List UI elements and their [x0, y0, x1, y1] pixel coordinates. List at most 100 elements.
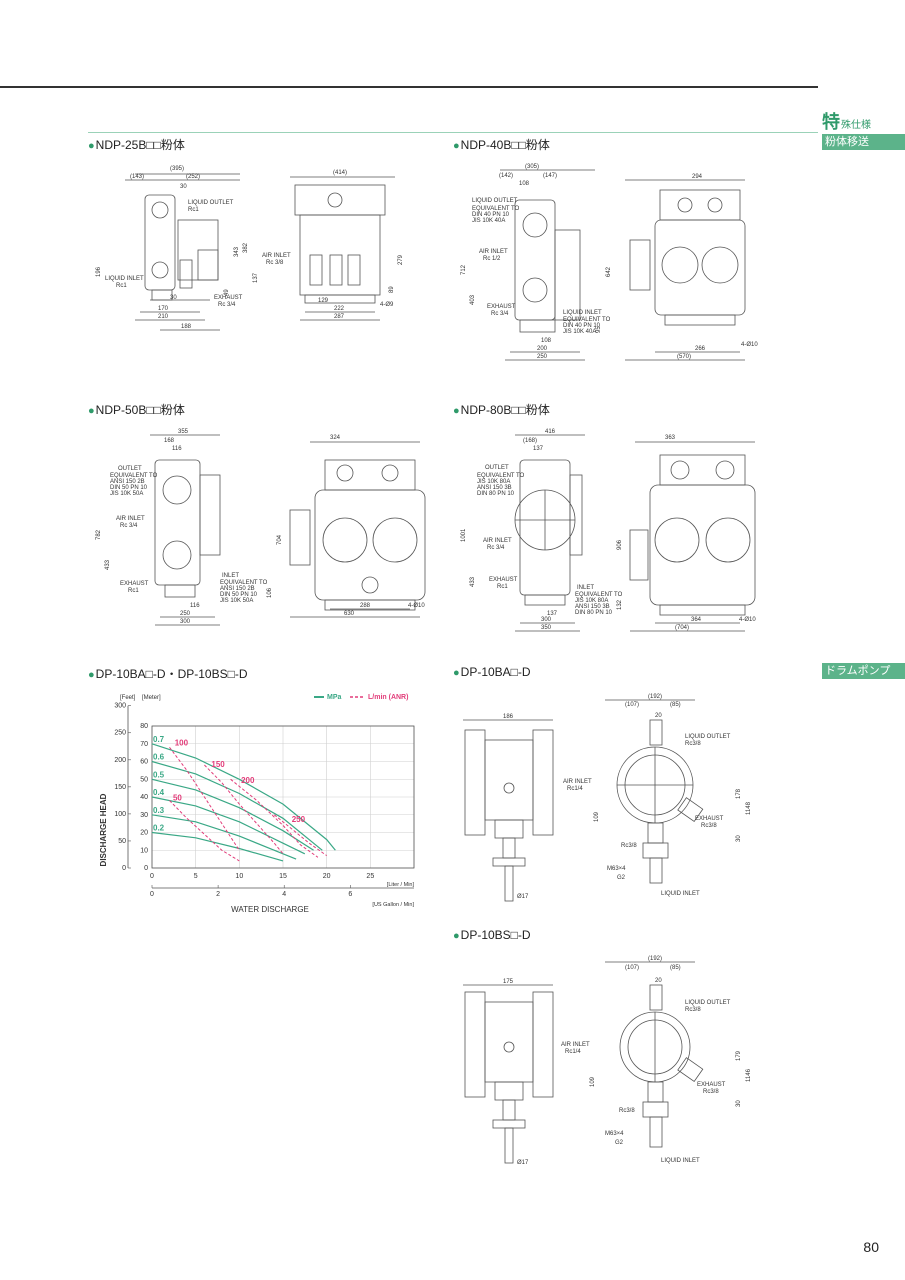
pressure-label: 0.3	[153, 806, 165, 815]
ndp50-label: JIS 10K 50A	[110, 491, 143, 497]
pump-icon	[514, 459, 583, 606]
tab-powder-transfer[interactable]: 粉体移送	[822, 134, 905, 150]
ndp25-label: Rc1	[116, 283, 127, 289]
y-tick-label: 20	[140, 830, 148, 837]
ndp40-label: DIN 40 PN 10	[563, 323, 601, 329]
ndp80-label: ANSI 150 3B	[575, 604, 610, 610]
x2-tick-label: 2	[216, 891, 220, 898]
ndp25-dim: (395)	[170, 166, 184, 172]
ndp25-dim: 4-Ø9	[380, 302, 394, 308]
ndp25-dim: 382	[243, 242, 249, 253]
dp10bs-label: AIR INLET	[561, 1042, 590, 1048]
ndp40-dim: 250	[537, 354, 548, 360]
dp10ba-dim: Rc3/8	[621, 843, 637, 849]
ndp40-drawing: (305) (142) (147) 108 LIQUID OUTLET EQUI…	[461, 164, 758, 361]
ndp25-label: LIQUID OUTLET	[188, 200, 234, 206]
ndp25-dim: 188	[181, 324, 192, 330]
ndp80-dim: (168)	[523, 438, 537, 444]
ndp50-label: OUTLET	[118, 466, 142, 472]
ndp40-dim: 108	[541, 338, 552, 344]
dp10bs-label: LIQUID OUTLET	[685, 1000, 731, 1006]
ndp50-dim: 324	[330, 435, 341, 441]
dp10bs-dim: Ø17	[517, 1160, 529, 1166]
ndp25-dim: 343	[234, 246, 240, 257]
dp10ba-dim: 30	[736, 835, 742, 842]
legend-lmin: L/min (ANR)	[368, 694, 408, 701]
dp10ba-label: Rc1/4	[567, 786, 583, 792]
ndp25-label: AIR INLET	[262, 253, 291, 259]
pump-icon	[616, 719, 704, 884]
dp10bs-label: Rc3/8	[703, 1089, 719, 1095]
ndp25-dim: 89	[389, 286, 395, 293]
dp10ba-label: AIR INLET	[563, 779, 592, 785]
ndp50-label: Rc1	[128, 588, 139, 594]
ndp50-dim: 288	[360, 603, 371, 609]
pressure-label: 0.5	[153, 770, 165, 779]
x-tick-label: 25	[366, 873, 374, 880]
ndp40-dim: 712	[461, 264, 467, 275]
dp10ba-label: Rc3/8	[701, 823, 717, 829]
air-curve	[169, 800, 240, 862]
pump-icon	[464, 729, 554, 902]
ndp50-label: AIR INLET	[116, 516, 145, 522]
ndp25-label: Rc1	[188, 207, 199, 213]
dp10ba-dim: 109	[594, 811, 600, 822]
ndp50-dim: 704	[277, 534, 283, 545]
tab-drum-pump[interactable]: ドラムポンプ	[822, 663, 905, 679]
ndp40-dim: (142)	[499, 173, 513, 179]
ndp25-dim: 210	[158, 314, 169, 320]
dp10bs-dim: M63×4	[605, 1131, 624, 1137]
pressure-curve	[151, 743, 336, 851]
ndp80-label: AIR INLET	[483, 538, 512, 544]
y-unit-meter: [Meter]	[142, 695, 161, 701]
ndp50-dim: 250	[180, 611, 191, 617]
air-curve	[169, 746, 240, 851]
ndp25-label: EXHAUST	[214, 295, 243, 301]
air-curve	[204, 764, 284, 855]
dp10bs-dim: 20	[655, 978, 662, 984]
ndp40-dim: 294	[692, 174, 703, 180]
pump-icon	[144, 194, 219, 301]
ndp50-label: INLET	[222, 573, 239, 579]
pressure-label: 0.6	[153, 753, 165, 762]
pump-icon	[154, 459, 221, 598]
y-feet-tick-label: 150	[114, 784, 126, 791]
y-tick-label: 40	[140, 794, 148, 801]
ndp25-dim: 49	[224, 289, 230, 296]
ndp25-dim: 196	[96, 266, 102, 277]
y-tick-label: 70	[140, 741, 148, 748]
air-label: 100	[175, 739, 189, 748]
title-dp10bs: ●DP-10BS□-D	[453, 928, 531, 942]
y-tick-label: 50	[140, 776, 148, 783]
ndp25-label: Rc 3/4	[218, 302, 236, 308]
ndp80-dim: 364	[691, 617, 702, 623]
dp10bs-dim: (107)	[625, 965, 639, 971]
ndp50-label: DIN 50 PN 10	[110, 485, 148, 491]
ndp40-label: DIN 40 PN 10	[472, 212, 510, 218]
air-label: 50	[173, 794, 182, 803]
dp10ba-dim: (107)	[625, 702, 639, 708]
dp10ba-dim: (85)	[670, 702, 681, 708]
ndp50-dim: 300	[180, 619, 191, 625]
ndp50-label: EQUIVALENT TO	[220, 580, 268, 586]
ndp80-label: DIN 80 PN 10	[477, 491, 515, 497]
air-curve	[273, 814, 327, 857]
ndp80-dim: 137	[533, 446, 544, 452]
ndp25-dim: (252)	[186, 174, 200, 180]
title-ndp40: ●NDP-40B□□粉体	[453, 138, 550, 152]
ndp80-dim: 4-Ø10	[739, 617, 756, 623]
ndp50-label: EQUIVALENT TO	[110, 473, 158, 479]
ndp80-label: Rc 3/4	[487, 545, 505, 551]
air-label: 200	[241, 776, 255, 785]
ndp40-label: LIQUID INLET	[563, 310, 602, 316]
dp10bs-dim: G2	[615, 1140, 624, 1146]
ndp80-dim: 433	[470, 576, 476, 587]
ndp80-label: JIS 10K 80A	[575, 598, 608, 604]
x-unit: [Liter / Min]	[387, 882, 415, 888]
pump-icon	[289, 459, 426, 611]
ndp40-label: EXHAUST	[487, 304, 516, 310]
page-number: 80	[863, 1239, 879, 1255]
dp10bs-dim: 175	[503, 979, 514, 985]
dp10ba-label: LIQUID OUTLET	[685, 734, 731, 740]
y-tick-label: 60	[140, 759, 148, 766]
